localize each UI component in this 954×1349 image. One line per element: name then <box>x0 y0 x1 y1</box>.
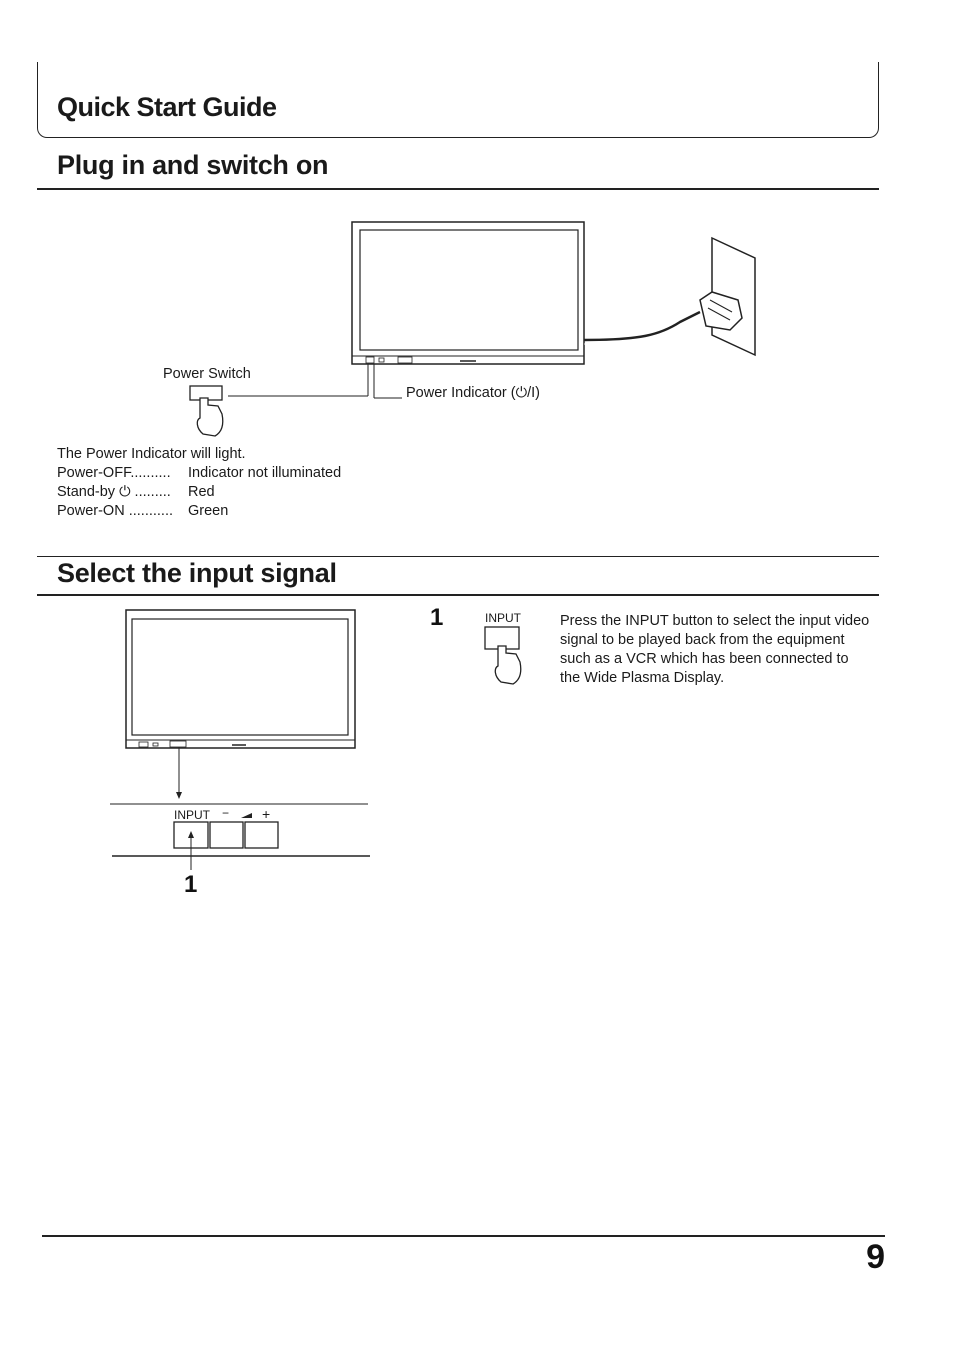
input-control-label: INPUT <box>174 808 210 822</box>
section-title-select-input: Select the input signal <box>57 558 337 588</box>
section-top-rule <box>37 556 879 557</box>
state-value: Green <box>188 503 229 519</box>
diagram-step-number: 1 <box>184 871 198 898</box>
volume-minus-label: − <box>222 806 230 820</box>
input-select-diagram <box>110 609 522 870</box>
guide-header-frame <box>37 62 879 138</box>
power-switch-label: Power Switch <box>163 366 251 382</box>
volume-icon <box>241 813 252 818</box>
section-title-plug-in: Plug in and switch on <box>57 150 329 180</box>
input-button-label: INPUT <box>485 611 521 625</box>
state-row-power-off: Power-OFF.......... Indicator not illumin… <box>57 465 341 481</box>
step-description: Press the INPUT button to select the inp… <box>560 613 870 686</box>
state-row-power-on: Power-ON ........... Green <box>57 503 228 519</box>
volume-plus-label: + <box>262 806 271 822</box>
page-number: 9 <box>866 1238 885 1276</box>
state-label: Power-OFF.......... <box>57 465 171 481</box>
state-label: Power-ON ........... <box>57 503 174 519</box>
state-value: Indicator not illuminated <box>188 465 342 481</box>
power-indicator-label: Power Indicator (⏻/I) <box>406 385 540 401</box>
section-rule <box>37 188 879 190</box>
power-indicator-intro: The Power Indicator will light. <box>57 446 246 462</box>
state-label: Stand-by ⏻ ......... <box>57 484 171 500</box>
plasma-display-power-diagram <box>189 221 756 437</box>
step-number: 1 <box>430 604 444 631</box>
section-rule <box>37 594 879 596</box>
footer-rule <box>42 1235 885 1237</box>
state-row-standby: Stand-by ⏻ ......... Red <box>57 484 215 500</box>
guide-title: Quick Start Guide <box>57 92 277 122</box>
state-value: Red <box>188 484 215 500</box>
